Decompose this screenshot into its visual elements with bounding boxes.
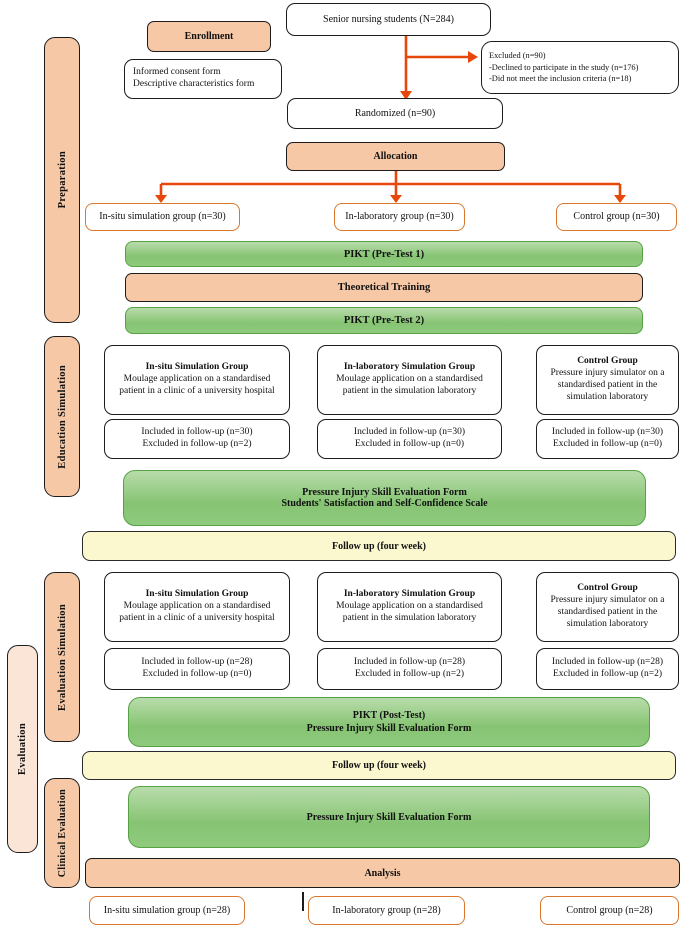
clinical-skill-eval-label: Pressure Injury Skill Evaluation Form [306,811,472,823]
education-control-body: Pressure injury simulator on a standardi… [550,368,665,402]
consent-form-line: Informed consent form [133,67,221,78]
education-inlab-excluded: Excluded in follow-up (n=0) [354,439,465,449]
arrowhead-group-middle [390,195,402,203]
phase-bar-education-simulation: Education Simulation [44,336,80,497]
evaluation-inlab-body: Moulage application on a standardised pa… [336,601,483,623]
skill-eval-line-2: Students' Satisfaction and Self-Confiden… [281,498,488,509]
enrollment-label: Enrollment [184,30,234,42]
excluded-line-3: -Did not meet the inclusion criteria (n=… [489,74,632,84]
evaluation-insitu-title: In-situ Simulation Group [145,589,249,600]
evaluation-group-box-control: Control Group Pressure injury simulator … [536,572,679,642]
excluded-line-2: -Declined to participate in the study (n… [489,62,639,72]
pikt-pre-test-2-label: PIKT (Pre-Test 2) [343,315,425,326]
evaluation-control-excluded: Excluded in follow-up (n=2) [552,669,663,679]
final-group-box-inlab-n28: In-laboratory group (n=28) [308,896,465,925]
phase-label-evaluation-simulation: Evaluation Simulation [56,603,68,711]
phase-bar-evaluation-simulation: Evaluation Simulation [44,572,80,742]
education-group-box-control: Control Group Pressure injury simulator … [536,345,679,415]
phase-label-clinical-evaluation: Clinical Evaluation [56,788,68,878]
final-inlab-n28-label: In-laboratory group (n=28) [332,904,441,916]
clinical-skill-eval-bar: Pressure Injury Skill Evaluation Form [128,786,650,848]
education-inlab-title: In-laboratory Simulation Group [343,362,476,373]
allocation-label: Allocation [373,150,418,162]
skill-eval-line-1: Pressure Injury Skill Evaluation Form [302,487,467,498]
phase-bar-evaluation: Evaluation [7,645,38,853]
education-insitu-title: In-situ Simulation Group [145,362,249,373]
pikt-post-test-bar: PIKT (Post-Test) Pressure Injury Skill E… [128,697,650,747]
analysis-bar: Analysis [85,858,680,888]
group-box-insitu-n30: In-situ simulation group (n=30) [85,203,240,231]
education-inlab-body: Moulage application on a standardised pa… [336,374,483,396]
descriptive-form-line: Descriptive characteristics form [133,79,255,89]
evaluation-group-box-inlab: In-laboratory Simulation Group Moulage a… [317,572,502,642]
allocation-box: Allocation [286,142,505,171]
education-followup-box-insitu: Included in follow-up (n=30) Excluded in… [104,419,290,459]
theoretical-training-bar: Theoretical Training [125,273,643,302]
pikt-pre-test-1-label: PIKT (Pre-Test 1) [343,248,425,260]
evaluation-insitu-excluded: Excluded in follow-up (n=0) [142,669,252,679]
follow-up-1-label: Follow up (four week) [332,540,426,552]
evaluation-followup-box-insitu: Included in follow-up (n=28) Excluded in… [104,648,290,690]
evaluation-insitu-body: Moulage application on a standardised pa… [119,601,275,623]
divider-tick [302,892,304,911]
group-box-control-n30: Control group (n=30) [556,203,677,231]
theoretical-training-label: Theoretical Training [337,282,431,293]
analysis-label: Analysis [364,867,401,879]
final-insitu-n28-label: In-situ simulation group (n=28) [103,904,231,916]
education-followup-box-inlab: Included in follow-up (n=30) Excluded in… [317,419,502,459]
follow-up-2-label: Follow up (four week) [332,760,426,771]
pikt-pre-test-2-bar: PIKT (Pre-Test 2) [125,307,643,334]
excluded-box: Excluded (n=90) -Declined to participate… [481,41,679,94]
education-insitu-body: Moulage application on a standardised pa… [119,374,275,396]
senior-students-box: Senior nursing students (N=284) [286,3,491,36]
final-group-box-insitu-n28: In-situ simulation group (n=28) [89,896,245,925]
education-followup-box-control: Included in follow-up (n=30) Excluded in… [536,419,679,459]
education-control-included: Included in follow-up (n=30) [551,427,664,438]
final-control-n28-label: Control group (n=28) [566,904,653,916]
evaluation-followup-box-control: Included in follow-up (n=28) Excluded in… [536,648,679,690]
skill-eval-satisfaction-bar: Pressure Injury Skill Evaluation Form St… [123,470,646,526]
education-insitu-excluded: Excluded in follow-up (n=2) [142,439,252,449]
randomized-text: Randomized (n=90) [354,107,436,119]
pikt-post-line-2: Pressure Injury Skill Evaluation Form [306,723,472,734]
phase-label-education-simulation: Education Simulation [56,364,68,469]
education-control-title: Control Group [577,356,638,367]
evaluation-control-included: Included in follow-up (n=28) [551,657,664,668]
evaluation-followup-box-inlab: Included in follow-up (n=28) Excluded in… [317,648,502,690]
group-insitu-n30-label: In-situ simulation group (n=30) [99,211,226,222]
arrowhead-group-right [614,195,626,203]
evaluation-inlab-excluded: Excluded in follow-up (n=2) [354,669,465,679]
final-group-box-control-n28: Control group (n=28) [540,896,679,925]
arrowhead-right-excluded [468,51,478,63]
evaluation-group-box-insitu: In-situ Simulation Group Moulage applica… [104,572,290,642]
phase-label-preparation: Preparation [56,151,68,209]
education-group-box-inlab: In-laboratory Simulation Group Moulage a… [317,345,502,415]
evaluation-insitu-included: Included in follow-up (n=28) [141,657,253,668]
enrollment-box: Enrollment [147,21,271,52]
group-box-inlab-n30: In-laboratory group (n=30) [334,203,465,231]
group-inlab-n30-label: In-laboratory group (n=30) [345,211,454,222]
pikt-post-line-1: PIKT (Post-Test) [352,710,426,721]
evaluation-control-body: Pressure injury simulator on a standardi… [550,595,665,629]
evaluation-control-title: Control Group [577,583,638,594]
education-inlab-included: Included in follow-up (n=30) [353,427,466,438]
phase-bar-preparation: Preparation [44,37,80,323]
follow-up-bar-2: Follow up (four week) [82,751,676,780]
senior-students-text: Senior nursing students (N=284) [323,13,454,25]
evaluation-inlab-title: In-laboratory Simulation Group [343,589,476,600]
follow-up-bar-1: Follow up (four week) [82,531,676,561]
randomized-box: Randomized (n=90) [287,98,503,129]
phase-label-evaluation: Evaluation [17,722,28,775]
education-control-excluded: Excluded in follow-up (n=0) [552,439,663,449]
education-insitu-included: Included in follow-up (n=30) [141,427,253,438]
excluded-line-1: Excluded (n=90) [489,51,546,61]
phase-bar-clinical-evaluation: Clinical Evaluation [44,778,80,888]
consent-forms-box: Informed consent form Descriptive charac… [124,59,282,99]
education-group-box-insitu: In-situ Simulation Group Moulage applica… [104,345,290,415]
pikt-pre-test-1-bar: PIKT (Pre-Test 1) [125,241,643,267]
group-control-n30-label: Control group (n=30) [573,211,660,222]
evaluation-inlab-included: Included in follow-up (n=28) [353,657,466,668]
arrowhead-group-left [155,195,167,203]
